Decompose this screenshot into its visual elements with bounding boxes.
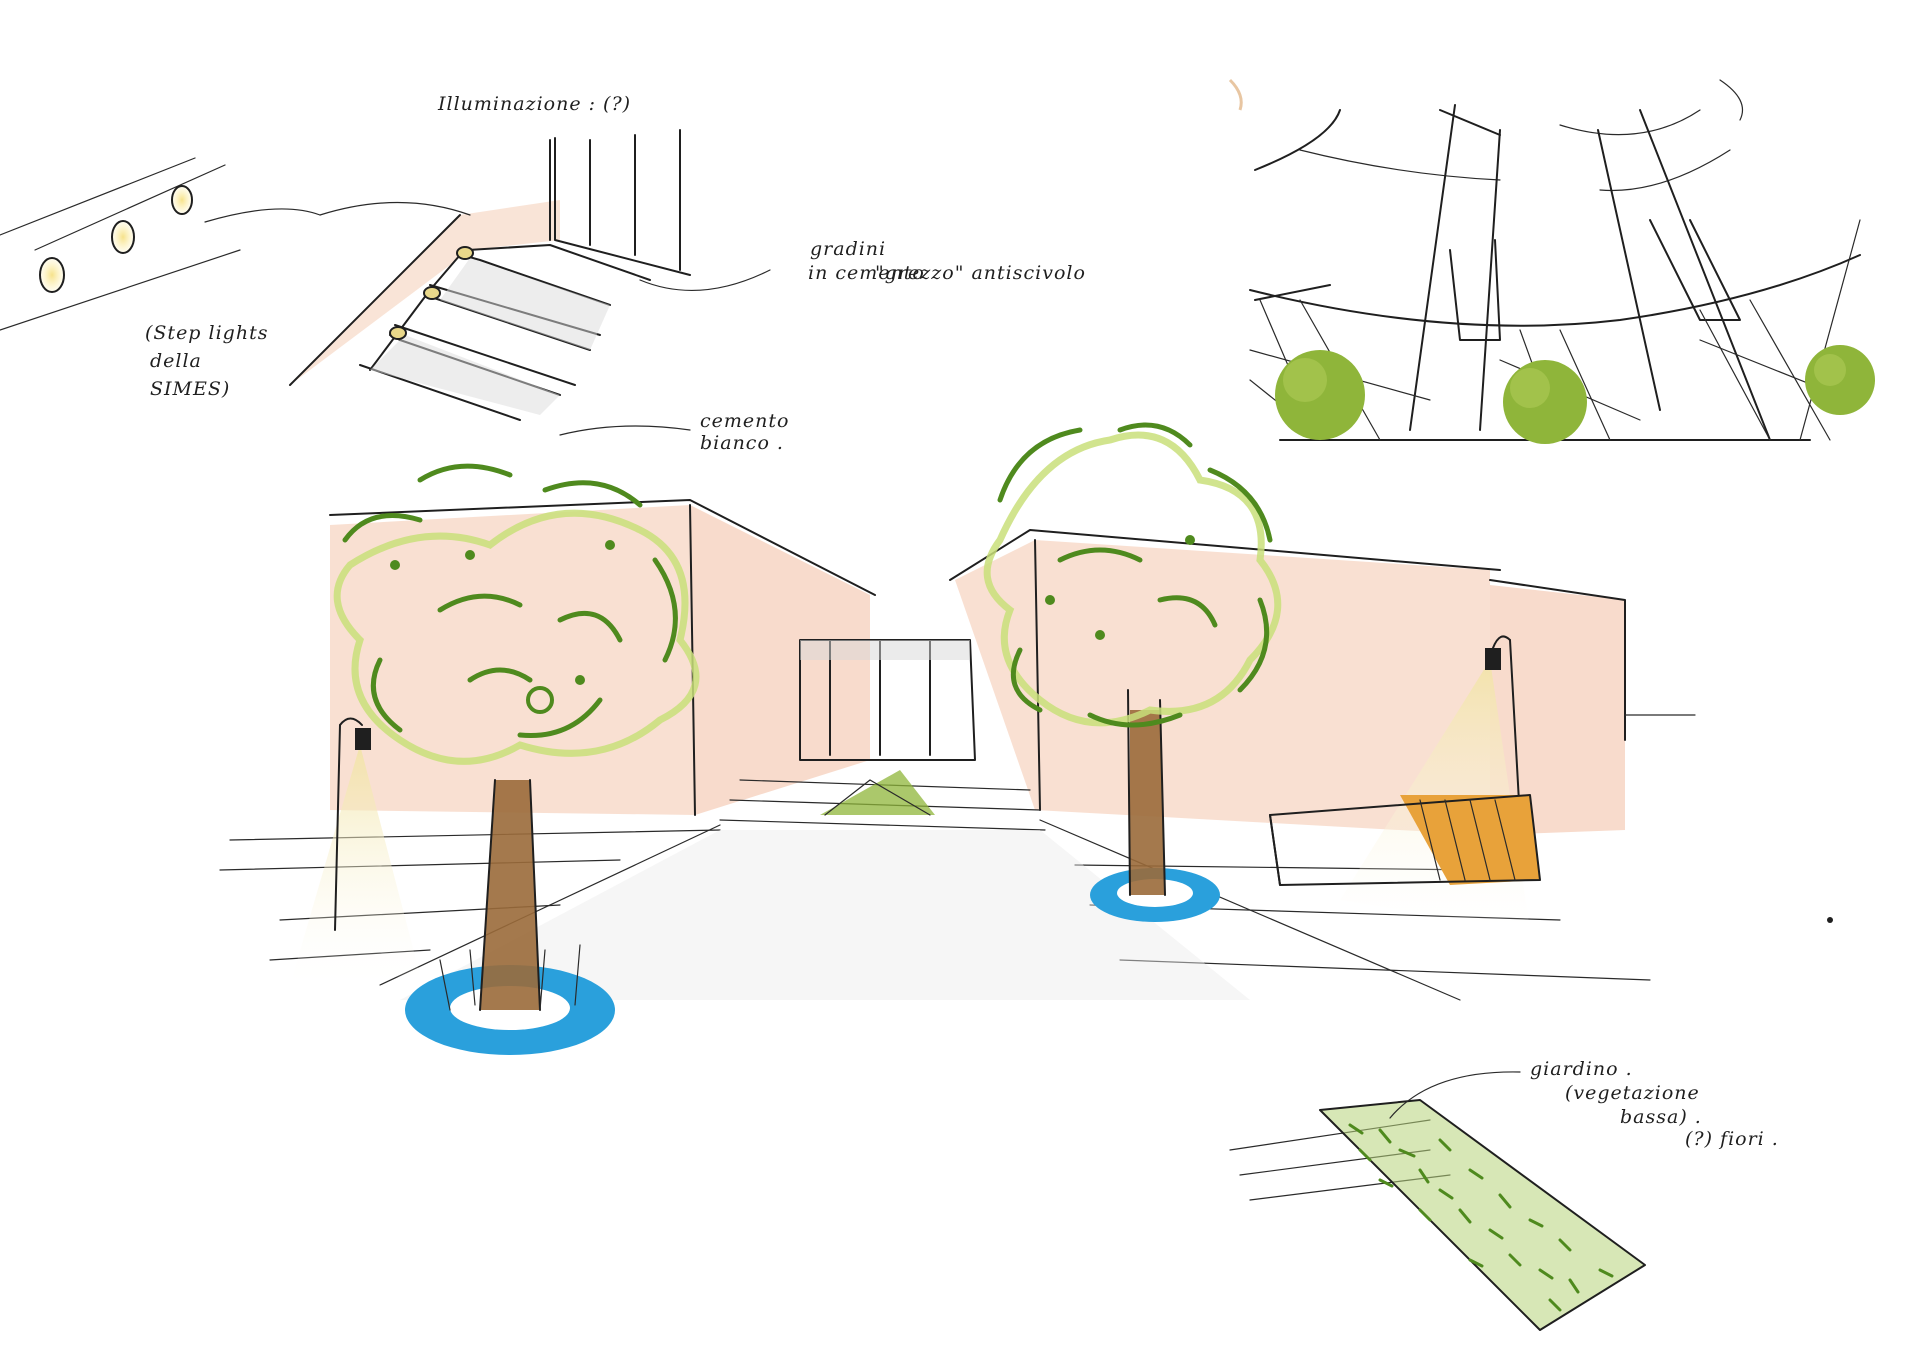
planting-bed-detail — [1229, 1071, 1646, 1331]
label-flowers: (?) fiori . — [1685, 1128, 1779, 1150]
label-steplights-1: (Step lights — [145, 322, 269, 344]
label-flowerbed-3: bassa) . — [1620, 1106, 1702, 1128]
lamp-post-left — [290, 717, 420, 985]
label-steps-3: "grezzo" antiscivolo — [875, 262, 1086, 284]
tree-left — [333, 463, 700, 1055]
tree-right-foliage — [983, 422, 1282, 728]
label-flowerbed-2: (vegetazione — [1565, 1082, 1700, 1104]
steplight-detail — [0, 157, 321, 331]
label-flowerbed-1: giardino . — [1530, 1058, 1633, 1080]
courtyard-perspective — [219, 499, 1696, 1001]
label-white-cement-2: bianco . — [700, 432, 784, 454]
tree-right — [983, 422, 1282, 922]
label-white-cement-1: cemento — [700, 410, 790, 432]
string-lights-sketch — [1249, 79, 1875, 444]
label-lighting: Illuminazione : (?) — [438, 93, 632, 115]
label-steplights-3: SIMES) — [150, 378, 231, 400]
bench — [1269, 794, 1541, 886]
label-steps-1: gradini — [810, 238, 887, 260]
label-steps-2: in cemento — [808, 262, 925, 284]
label-steplights-2: della — [150, 350, 202, 372]
tree-left-foliage — [333, 463, 700, 765]
stairs-detail — [289, 129, 771, 436]
